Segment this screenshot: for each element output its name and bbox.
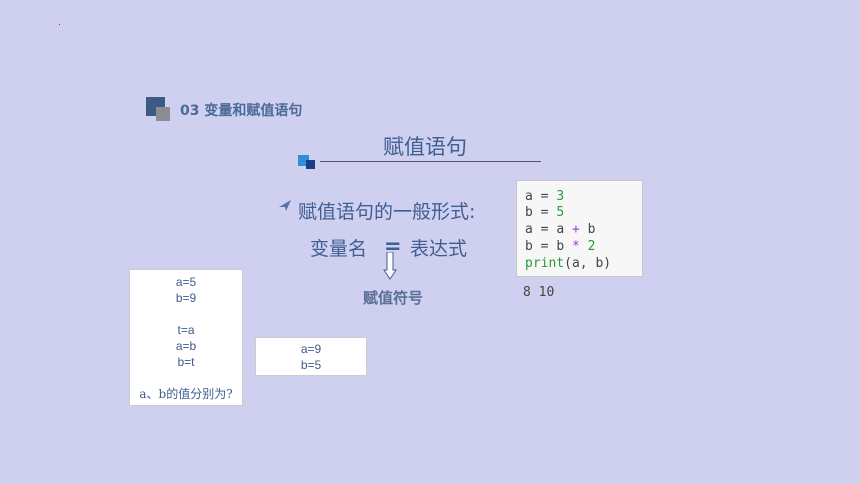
code-block: a = 3 b = 5 a = a + b b = b * 2 print(a,… [516,180,643,277]
formula-variable-name: 变量名 [310,238,368,260]
question-line: b=t [177,355,195,369]
question-box: a=5 b=9 t=a a=b b=t a、b的值分别为? [129,269,243,406]
formula-expression: 表达式 [410,238,468,260]
code-line-1: a = 3 [525,189,565,204]
section-title: 03 变量和赋值语句 [180,103,303,119]
code-line-4: b = b * 2 [525,239,596,254]
code-line-3: a = a + b [525,222,596,237]
code-output: 8 10 [523,285,555,300]
question-line: b=9 [175,291,197,305]
assignment-symbol-label: 赋值符号 [363,289,424,307]
question-line: t=a [177,323,195,337]
answer-line: a=9 [300,342,322,356]
bullet-text: 赋值语句的一般形式: [298,201,476,223]
decorative-dot [59,24,60,25]
section-square-gray-icon [156,107,170,121]
down-arrow-icon [383,252,397,280]
title-underline [320,161,541,162]
title-square-dark-icon [306,160,315,169]
slide-title: 赋值语句 [383,135,467,159]
answer-line: b=5 [300,358,322,372]
question-prompt: a、b的值分别为? [139,387,233,401]
code-line-5: print(a, b) [525,256,612,271]
title-square-light-icon [298,155,309,166]
answer-box: a=9 b=5 [255,337,367,376]
question-line: a=b [175,339,197,353]
code-line-2: b = 5 [525,205,565,220]
question-line: a=5 [175,275,197,289]
bullet-arrow-icon [279,200,291,211]
